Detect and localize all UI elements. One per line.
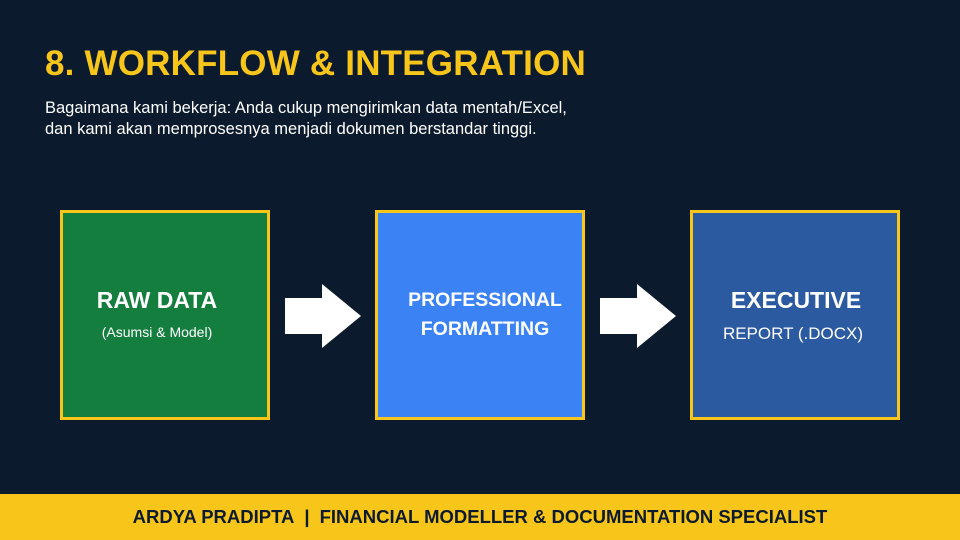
footer-bar: ARDYA PRADIPTA | FINANCIAL MODELLER & DO… bbox=[0, 494, 960, 540]
slide-subtitle: Bagaimana kami bekerja: Anda cukup mengi… bbox=[45, 98, 745, 140]
subtitle-line-1: Bagaimana kami bekerja: Anda cukup mengi… bbox=[45, 99, 567, 117]
step-formatting-title-line-1: PROFESSIONAL bbox=[408, 289, 562, 311]
step-executive-caption: REPORT (.DOCX) bbox=[722, 324, 864, 343]
step-professional-formatting-box: PROFESSIONAL FORMATTING bbox=[375, 210, 585, 420]
footer-role: FINANCIAL MODELLER & DOCUMENTATION SPECI… bbox=[319, 506, 828, 527]
step-formatting-title-line-2: FORMATTING bbox=[420, 318, 550, 340]
step-raw-data-caption: (Asumsi & Model) bbox=[101, 324, 213, 340]
footer-name: ARDYA PRADIPTA bbox=[132, 506, 295, 527]
step-raw-data-box: RAW DATA (Asumsi & Model) bbox=[60, 210, 270, 420]
slide-title: 8. WORKFLOW & INTEGRATION bbox=[45, 44, 586, 83]
step-executive-title: EXECUTIVE bbox=[730, 287, 862, 313]
right-arrow-icon bbox=[285, 284, 361, 348]
footer-separator: | bbox=[304, 506, 310, 527]
right-arrow-icon bbox=[600, 284, 676, 348]
step-raw-data-title: RAW DATA bbox=[96, 287, 218, 313]
subtitle-line-2: dan kami akan memprosesnya menjadi dokum… bbox=[45, 120, 537, 138]
step-executive-report-box: EXECUTIVE REPORT (.DOCX) bbox=[690, 210, 900, 420]
